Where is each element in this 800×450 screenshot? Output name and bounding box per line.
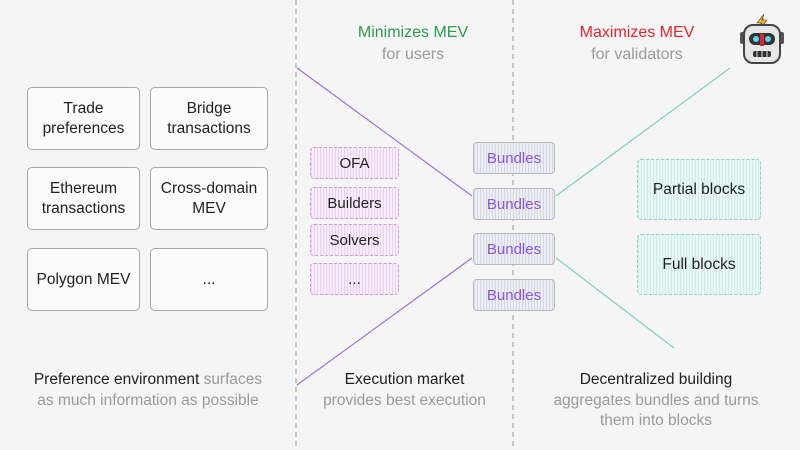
caption-preference-environment: Preference environment surfaces as much …: [10, 370, 286, 411]
header-minimizes-mev: Minimizes MEV for users: [333, 22, 493, 66]
exec-box-ellipsis: ...: [310, 263, 399, 295]
header-minimizes-title: Minimizes MEV: [357, 24, 469, 41]
header-maximizes-mev: Maximizes MEV for validators: [557, 22, 717, 66]
teal-line-bottom: [555, 257, 675, 349]
caption-preference-desc: as much information as possible: [37, 391, 259, 409]
caption-execution-market: Execution market provides best execution: [300, 370, 509, 411]
bundle-box-4: Bundles: [473, 279, 555, 311]
header-minimizes-subtitle: for users: [381, 46, 445, 63]
pref-box-polygon-mev: Polygon MEV: [27, 248, 140, 311]
caption-building-desc-2: them into blocks: [600, 412, 712, 429]
caption-building-desc-1: aggregates bundles and turns: [553, 391, 759, 409]
bundle-box-3: Bundles: [473, 233, 555, 265]
exec-box-builders: Builders: [310, 187, 399, 219]
header-maximizes-subtitle: for validators: [591, 46, 683, 63]
funnel-line-top: [296, 67, 473, 197]
caption-preference-title: Preference environment: [33, 371, 200, 388]
caption-execution-desc: provides best execution: [323, 391, 486, 409]
exec-box-solvers: Solvers: [310, 224, 399, 256]
caption-preference-surfaces: surfaces: [203, 371, 263, 388]
robot-icon: [740, 14, 784, 64]
header-maximizes-title: Maximizes MEV: [579, 24, 695, 41]
caption-building-title: Decentralized building: [579, 371, 733, 388]
caption-execution-title: Execution market: [344, 371, 465, 388]
block-box-full-blocks: Full blocks: [637, 234, 761, 295]
block-box-partial-blocks: Partial blocks: [637, 159, 761, 220]
caption-decentralized-building: Decentralized building aggregates bundle…: [520, 370, 792, 432]
funnel-line-bottom: [296, 257, 473, 386]
bundle-box-1: Bundles: [473, 142, 555, 174]
teal-line-top: [555, 67, 731, 197]
bundle-box-2: Bundles: [473, 188, 555, 220]
pref-box-ellipsis: ...: [150, 248, 268, 311]
exec-box-ofa: OFA: [310, 147, 399, 179]
